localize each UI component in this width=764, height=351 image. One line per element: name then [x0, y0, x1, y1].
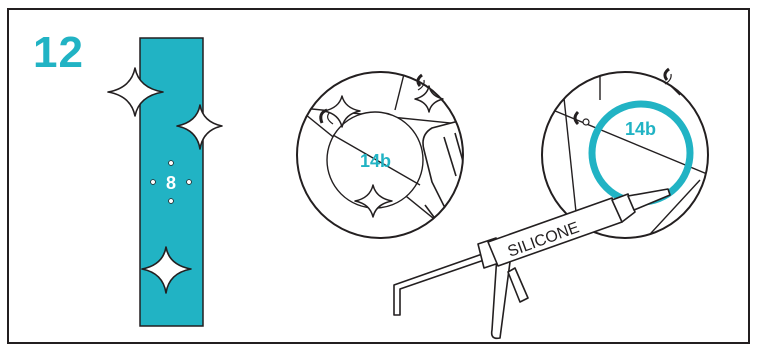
cleaning-detail-circle: 14b	[296, 71, 464, 239]
sparkle-icon	[323, 95, 361, 128]
caulk-gun-icon	[393, 188, 671, 340]
screw-marks	[150, 160, 192, 204]
sparkle-icon	[354, 184, 393, 218]
sparkle-icon	[107, 67, 164, 117]
right-circle-label: 14b	[625, 119, 656, 139]
left-circle-label: 14b	[360, 151, 391, 171]
sparkle-icon	[176, 104, 223, 150]
sparkle-icon	[414, 85, 444, 113]
sparkle-icon	[141, 246, 192, 294]
step-number: 12	[33, 28, 84, 77]
strip-label: 8	[166, 173, 176, 193]
